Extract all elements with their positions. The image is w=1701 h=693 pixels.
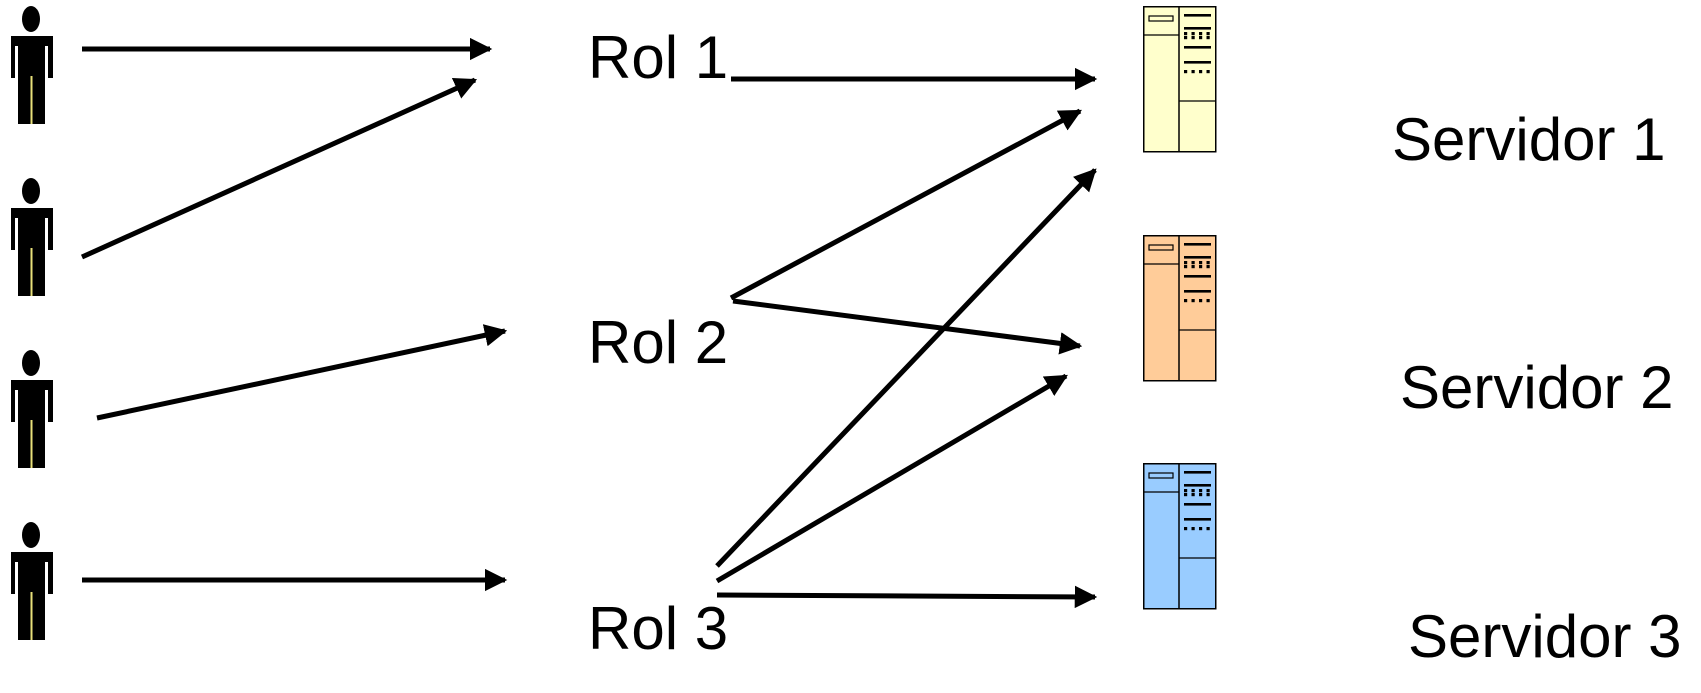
role-label-2: Rol 2	[588, 309, 728, 376]
arrow-user-2-to-rol-1	[80, 77, 478, 260]
servers-layer	[1143, 6, 1217, 610]
arrows-layer	[80, 37, 1098, 609]
arrow-rol-2-to-servidor-2	[732, 298, 1083, 355]
arrow-rol-3-to-servidor-2	[715, 373, 1068, 584]
server-icon	[1143, 6, 1217, 153]
server-label-2: Servidor 2	[1400, 354, 1673, 421]
arrow-user-3-to-rol-2	[96, 324, 508, 421]
users-layer	[11, 6, 53, 640]
server-icon	[1143, 235, 1217, 382]
role-label-1: Rol 1	[588, 24, 728, 91]
person-icon	[11, 6, 53, 124]
server-icon	[1143, 463, 1217, 610]
person-icon	[11, 178, 53, 296]
arrow-rol-3-to-servidor-3	[716, 585, 1098, 609]
person-icon	[11, 522, 53, 640]
server-label-3: Servidor 3	[1408, 603, 1681, 670]
person-icon	[11, 350, 53, 468]
server-label-1: Servidor 1	[1392, 106, 1665, 173]
arrow-rol-2-to-servidor-1	[729, 108, 1082, 301]
arrow-rol-3-to-servidor-1	[715, 168, 1097, 568]
role-label-3: Rol 3	[588, 595, 728, 662]
